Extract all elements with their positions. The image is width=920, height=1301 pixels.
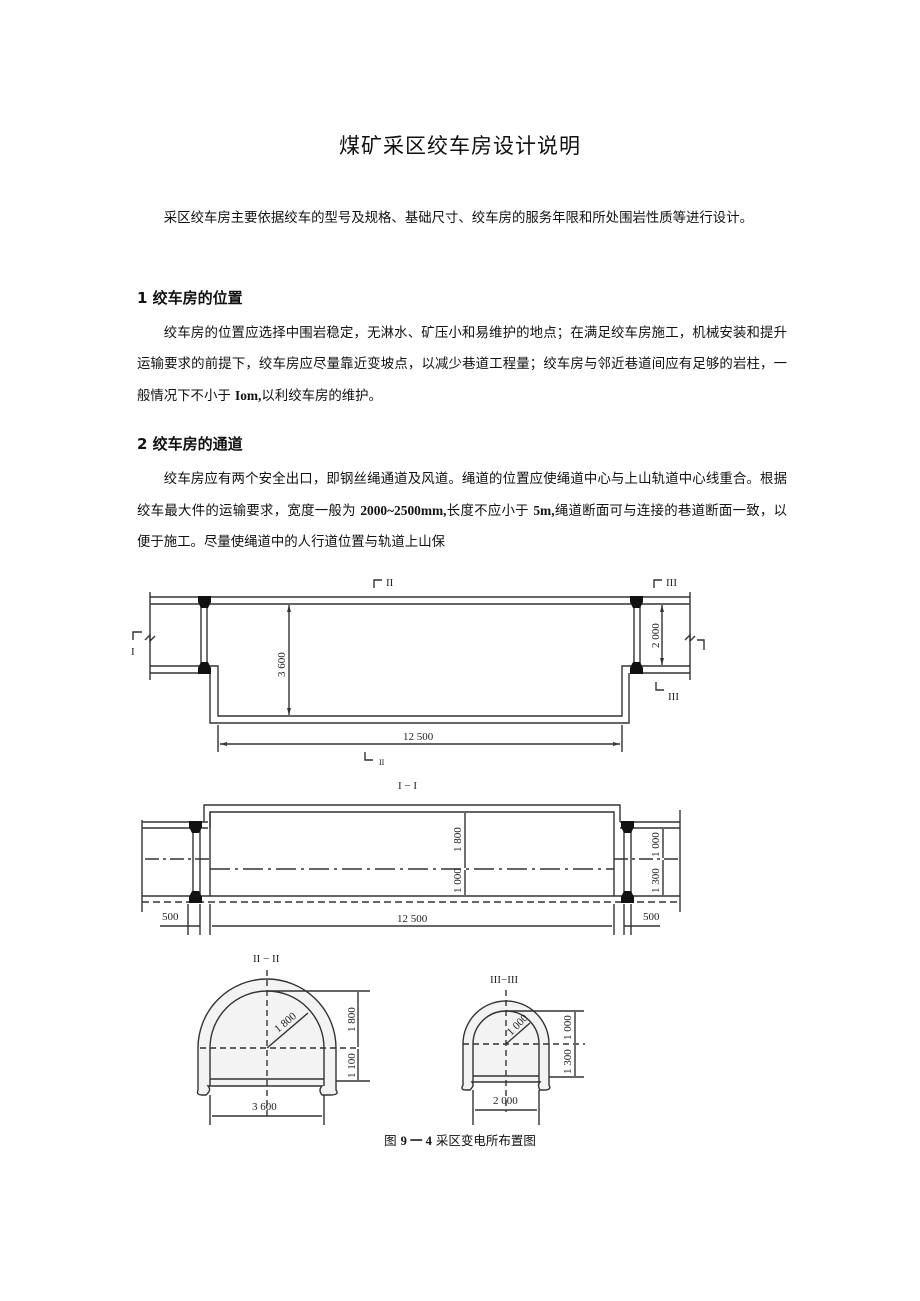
- section-mark-iii-top: III: [666, 577, 677, 589]
- section-mark-ii-top: II: [386, 577, 394, 589]
- dim-1-1-right-upper: 1 000: [650, 832, 662, 857]
- section-1-1-label: I − I: [398, 780, 417, 792]
- section-2-2-label: II − II: [253, 953, 280, 965]
- dim-2-2-wall-height: 1 100: [346, 1053, 358, 1078]
- section-heading-location: 1 绞车房的位置: [137, 289, 243, 307]
- plan-view: [149, 592, 691, 724]
- figure-caption: 图 9 一 4 采区变电所布置图: [384, 1133, 536, 1148]
- intro-paragraph: 采区绞车房主要依据绞车的型号及规格、基础尺寸、绞车房的服务年限和所处围岩性质等进…: [163, 211, 753, 226]
- document-title: 煤矿采区绞车房设计说明: [339, 134, 581, 158]
- section-1-1: [141, 804, 681, 935]
- engineering-drawing: I II II III III 3 600 2 000 12 500 I − I: [0, 560, 920, 1160]
- section-heading-passage: 2 绞车房的通道: [137, 435, 243, 453]
- dim-plan-width: 3 600: [276, 652, 288, 677]
- section-mark-ii-bottom: II: [379, 758, 385, 767]
- section-paragraph-passage: 绞车房应有两个安全出口，即钢丝绳通道及风道。绳道的位置应使绳道中心与上山轨道中心…: [137, 472, 787, 550]
- section-3-3: [461, 990, 585, 1125]
- dim-2-2-arch-height: 1 800: [346, 1007, 358, 1032]
- section-paragraph-location: 绞车房的位置应选择中围岩稳定，无淋水、矿压小和易维护的地点；在满足绞车房施工，机…: [137, 326, 787, 404]
- dim-1-1-right-lower: 1 300: [650, 868, 662, 893]
- dim-1-1-left-wall: 500: [162, 911, 179, 923]
- section-3-3-label: III−III: [490, 974, 519, 986]
- dim-1-1-upper: 1 800: [452, 827, 464, 852]
- dim-1-1-right-wall: 500: [643, 911, 660, 923]
- dim-3-3-width: 2 000: [493, 1095, 518, 1107]
- dim-1-1-length: 12 500: [397, 913, 428, 925]
- section-2-2: [196, 970, 370, 1125]
- dim-plan-passage: 2 000: [650, 623, 662, 648]
- dim-plan-length: 12 500: [403, 731, 434, 743]
- section-mark-iii-bottom: III: [668, 691, 679, 703]
- dim-3-3-wall-height: 1 300: [562, 1049, 574, 1074]
- dim-1-1-lower: 1 000: [452, 868, 464, 893]
- section-mark-i: I: [131, 646, 135, 658]
- dim-2-2-width: 3 600: [252, 1101, 277, 1113]
- dim-3-3-arch-height: 1 000: [562, 1015, 574, 1040]
